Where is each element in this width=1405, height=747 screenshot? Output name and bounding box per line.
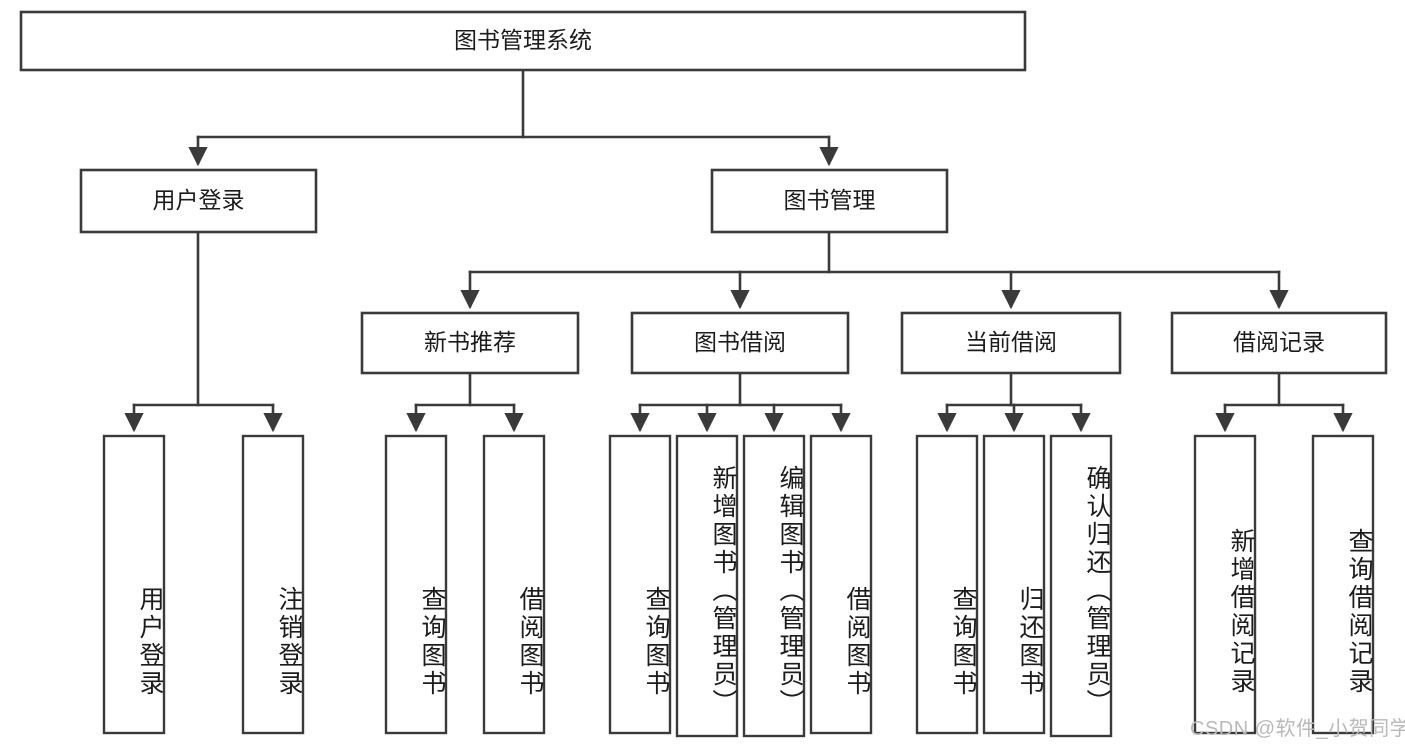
node-rect-leaf-query-record[interactable] (1311, 434, 1375, 735)
node-root[interactable] (21, 12, 1025, 70)
node-rect-book-manage[interactable] (710, 168, 949, 234)
connector-group-root (188, 68, 839, 167)
node-book-manage[interactable] (712, 170, 947, 232)
node-rect-leaf-query-book-rec[interactable] (384, 434, 448, 735)
node-rect-leaf-confirm-return[interactable] (1049, 434, 1113, 738)
node-new-book-recommend[interactable] (362, 313, 578, 373)
node-rects (19, 10, 1388, 738)
connector-group-new-book-recommend (406, 371, 524, 433)
node-rect-leaf-add-record[interactable] (1193, 434, 1257, 735)
node-rect-leaf-query-book-cur[interactable] (915, 434, 979, 735)
connector-group-borrow-records (1215, 371, 1353, 433)
node-rect-new-book-recommend[interactable] (360, 311, 580, 375)
node-rect-leaf-edit-book[interactable] (742, 434, 806, 738)
node-book-borrow[interactable] (632, 313, 848, 373)
connector-group-book-manage (460, 230, 1289, 310)
watermark-text: CSDN @软件_小贺同学 (1190, 718, 1405, 740)
node-rect-book-borrow[interactable] (630, 311, 850, 375)
node-rect-leaf-logout[interactable] (241, 434, 305, 735)
connector-group-user-login (124, 230, 283, 433)
node-rect-leaf-return-book[interactable] (982, 434, 1046, 735)
node-rect-current-borrow[interactable] (900, 311, 1122, 375)
node-borrow-records[interactable] (1172, 313, 1386, 373)
node-user-login[interactable] (81, 170, 316, 232)
node-rect-leaf-query-book-borrow[interactable] (608, 434, 672, 735)
node-rect-borrow-records[interactable] (1170, 311, 1388, 375)
connector-group-book-borrow (630, 371, 851, 433)
node-rect-leaf-add-book[interactable] (675, 434, 739, 738)
node-rect-leaf-borrow-book-rec[interactable] (482, 434, 546, 735)
node-rect-leaf-user-login[interactable] (102, 434, 166, 735)
connector-group-current-borrow (937, 371, 1091, 433)
node-rect-root[interactable] (19, 10, 1027, 72)
node-current-borrow[interactable] (902, 313, 1120, 373)
node-rect-leaf-borrow-book[interactable] (809, 434, 873, 735)
node-rect-user-login[interactable] (79, 168, 318, 234)
